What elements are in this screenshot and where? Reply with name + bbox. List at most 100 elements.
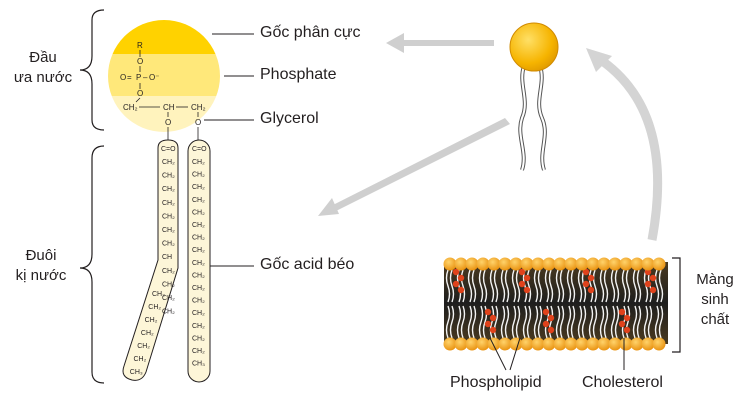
membrane-tail <box>636 269 642 303</box>
membrane-head-top <box>454 257 468 271</box>
membrane-head-bottom <box>542 337 556 351</box>
cholesterol-molecule <box>489 326 497 334</box>
membrane-tail <box>599 305 605 339</box>
ch2-text: CH₂ <box>141 330 154 337</box>
membrane-tail <box>643 305 649 339</box>
ch2-text: CH₂ <box>162 309 175 316</box>
membrane-tail <box>614 269 620 303</box>
membrane-tail <box>471 305 477 339</box>
cholesterol-molecule <box>484 320 492 328</box>
ch2-text: CH₂ <box>162 159 175 166</box>
membrane-head-bottom <box>443 337 457 351</box>
ch2-text: CH₂ <box>137 343 150 350</box>
ch2-text: CH₂ <box>162 173 175 180</box>
cholesterol-molecule <box>542 308 550 316</box>
membrane-head-bottom <box>498 337 512 351</box>
ch3-text: CH₃ <box>192 361 205 368</box>
membrane-head-bottom <box>586 337 600 351</box>
membrane-tail <box>559 305 565 339</box>
ch2-text: CH₂ <box>192 159 205 166</box>
ch-text: CH <box>162 254 172 261</box>
membrane-tail <box>548 269 554 303</box>
ch2-text: CH₂ <box>162 281 175 288</box>
phospholipid-label: Phospholipid <box>450 374 542 391</box>
membrane-tail <box>625 305 631 339</box>
arrow-from-membrane <box>586 48 663 241</box>
ch2-text: CH₂ <box>162 227 175 234</box>
membrane-tail <box>537 269 543 303</box>
ch3-text: CH₃ <box>130 369 143 376</box>
svg-text:O: O <box>137 89 143 98</box>
membrane-tail <box>570 269 576 303</box>
membrane-tail <box>467 269 473 303</box>
membrane-tail <box>533 305 539 339</box>
ch2-text: CH₂ <box>192 335 205 342</box>
membrane-head-top <box>608 257 622 271</box>
ch2-text: CH₂ <box>145 317 158 324</box>
membrane-tail <box>603 305 609 339</box>
membrane-tail <box>449 269 455 303</box>
membrane-head-top <box>575 257 589 271</box>
cholesterol-molecule <box>582 280 590 288</box>
membrane-head-bottom <box>630 337 644 351</box>
membrane-tail <box>456 305 462 339</box>
membrane-tail <box>522 305 528 339</box>
membrane-tail <box>489 305 495 339</box>
ch2-text: CH₂ <box>162 295 175 302</box>
cholesterol-molecule <box>547 326 555 334</box>
membrane-tail <box>610 305 616 339</box>
r-group-text: R <box>137 41 143 50</box>
phospholipid-leader <box>489 337 507 371</box>
membrane-head-bottom <box>564 337 578 351</box>
membrane-head-bottom <box>531 337 545 351</box>
membrane-head-top <box>641 257 655 271</box>
membrane-head-top <box>443 257 457 271</box>
membrane-tail <box>493 305 499 339</box>
svg-text:O: O <box>120 73 126 82</box>
ch2-text: CH₂ <box>192 323 205 330</box>
ch2-text: CH₂ <box>192 260 205 267</box>
hydrophobic-tail-label: Đuôi kị nước <box>15 247 67 284</box>
cholesterol-molecule <box>457 286 465 294</box>
phospholipid-icon <box>509 22 559 171</box>
membrane-tail <box>577 305 583 339</box>
ch2-text: CH₂ <box>162 200 175 207</box>
membrane-tail <box>632 269 638 303</box>
cholesterol-molecule <box>523 274 531 282</box>
membrane-tail <box>592 269 598 303</box>
phospholipid-leader-2 <box>509 337 521 371</box>
cholesterol-molecule <box>523 286 531 294</box>
membrane-tail <box>614 305 620 339</box>
ch2-text: CH₂ <box>192 272 205 279</box>
cholesterol-molecule <box>644 280 652 288</box>
tail-left-carbons: C=O CH₂ CH₂ CH₂ CH₂ CH₂ CH₂ CH₂ CH CH₂ CH₂ CH₂ CH₂ CH… <box>130 146 176 376</box>
ch2-text: CH₂ <box>162 213 175 220</box>
membrane-head-top <box>619 257 633 271</box>
membrane-head-top <box>498 257 512 271</box>
ch2-text: CH₂ <box>192 310 205 317</box>
membrane-tail <box>566 269 572 303</box>
membrane-head-top <box>630 257 644 271</box>
ch2-text: CH₂ <box>162 241 175 248</box>
ch2-text: CH₂ <box>192 209 205 216</box>
cholesterol-molecule <box>644 268 652 276</box>
membrane-tail <box>592 305 598 339</box>
membrane-tail <box>515 269 521 303</box>
svg-text:O: O <box>165 118 171 127</box>
membrane-tail <box>632 305 638 339</box>
membrane-head-bottom <box>465 337 479 351</box>
cholesterol-molecule <box>489 314 497 322</box>
svg-text:CH: CH <box>163 103 175 112</box>
membrane-tail <box>610 269 616 303</box>
membrane-tail <box>478 305 484 339</box>
membrane-tail <box>526 305 532 339</box>
carbonyl-text: C=O <box>161 146 176 153</box>
membrane-head-top <box>542 257 556 271</box>
head-brace <box>79 9 105 131</box>
membrane-tail <box>504 305 510 339</box>
cholesterol-molecule <box>457 274 465 282</box>
membrane-head-top <box>553 257 567 271</box>
membrane-tail <box>658 269 664 303</box>
membrane-head-top <box>531 257 545 271</box>
